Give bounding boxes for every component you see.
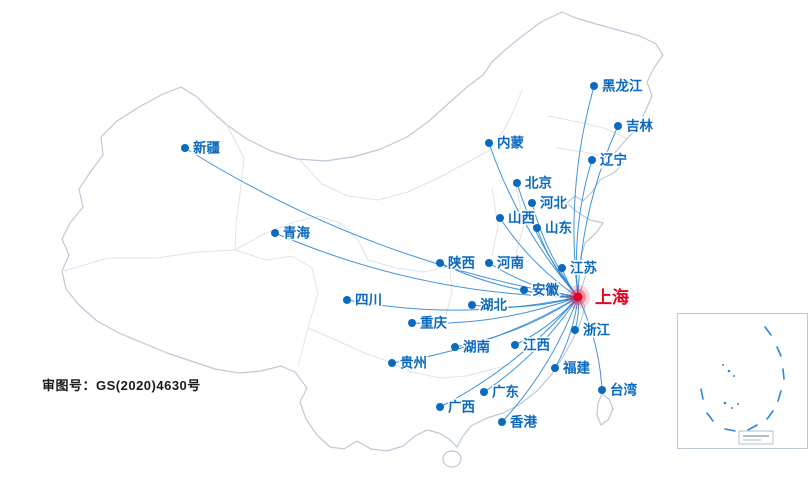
- flight-arc: [391, 296, 579, 364]
- province-label: 青海: [283, 225, 310, 241]
- hainan-island-outline: [442, 450, 462, 468]
- province-label: 陕西: [448, 255, 475, 271]
- province-label: 吉林: [626, 118, 654, 134]
- province-label: 广东: [492, 384, 520, 400]
- flight-arc: [488, 262, 579, 298]
- province-label: 重庆: [420, 315, 447, 331]
- province-dot: [485, 259, 493, 267]
- province-dot: [590, 82, 598, 90]
- province-label: 河北: [540, 195, 568, 211]
- china-outline: [61, 11, 664, 468]
- flight-arc: [554, 296, 579, 369]
- province-dot: [480, 388, 488, 396]
- province-label: 新疆: [193, 140, 220, 156]
- flight-arc: [501, 296, 579, 423]
- province-label: 福建: [562, 360, 591, 376]
- province-label: 浙江: [583, 322, 611, 338]
- province-dot: [571, 326, 579, 334]
- flight-arc: [471, 296, 579, 308]
- province-dot: [343, 296, 351, 304]
- province-dot: [485, 139, 493, 147]
- province-label: 湖北: [480, 298, 507, 313]
- inset-islands: [722, 364, 739, 409]
- province-dot: [520, 286, 528, 294]
- province-dot: [511, 341, 519, 349]
- province-dot: [468, 301, 476, 309]
- province-dot: [598, 386, 606, 394]
- province-borders: [63, 89, 627, 379]
- province-label: 山西: [508, 211, 535, 226]
- province-label: 安徽: [532, 282, 560, 298]
- nine-dash-line: [700, 326, 785, 432]
- province-dot: [498, 418, 506, 426]
- inset-frame: [677, 313, 808, 449]
- province-dot: [436, 403, 444, 411]
- south-china-sea-inset: [677, 313, 808, 449]
- hub-label: 上海: [595, 287, 629, 307]
- province-dot: [451, 343, 459, 351]
- province-label: 香港: [509, 414, 538, 430]
- province-label: 北京: [525, 175, 552, 191]
- flight-arc: [577, 125, 619, 298]
- flight-arc: [483, 296, 579, 393]
- flight-arc: [346, 296, 579, 311]
- flight-arc: [577, 296, 603, 391]
- province-dot: [496, 214, 504, 222]
- flight-arc: [274, 232, 579, 298]
- province-label: 广西: [448, 399, 475, 415]
- province-dot: [528, 199, 536, 207]
- province-label: 湖南: [463, 339, 490, 355]
- province-dot: [513, 179, 521, 187]
- province-dot: [388, 359, 396, 367]
- province-dot: [533, 224, 541, 232]
- province-label: 江苏: [570, 260, 598, 276]
- province-label: 台湾: [610, 382, 638, 398]
- province-dot: [558, 264, 566, 272]
- flight-arc: [439, 262, 579, 298]
- province-dot: [436, 259, 444, 267]
- flight-arc: [454, 296, 579, 348]
- flight-arc: [184, 147, 579, 298]
- province-label: 山东: [545, 220, 573, 236]
- province-label: 黑龙江: [602, 78, 643, 94]
- flight-arc: [523, 289, 579, 298]
- province-dot: [181, 144, 189, 152]
- province-label: 江西: [523, 337, 550, 353]
- province-label: 辽宁: [600, 152, 627, 168]
- province-dot: [614, 122, 622, 130]
- flight-arc: [575, 159, 593, 298]
- flight-arcs: [184, 85, 619, 423]
- province-label: 内蒙: [497, 135, 525, 151]
- province-dot: [271, 229, 279, 237]
- province-label: 四川: [355, 293, 382, 308]
- inset-scale-bar: [738, 430, 774, 445]
- province-label: 河南: [497, 255, 524, 271]
- taiwan-island-outline: [596, 393, 614, 426]
- map-approval-number: 审图号：GS(2020)4630号: [42, 378, 201, 393]
- shanghai-hub-marker: 上海: [566, 285, 631, 309]
- flight-arc: [573, 85, 595, 298]
- province-label: 贵州: [400, 355, 427, 371]
- flight-arc: [411, 296, 579, 324]
- province-dot: [551, 364, 559, 372]
- flight-arc: [499, 217, 579, 298]
- hub-dot: [573, 292, 583, 302]
- province-dot: [408, 319, 416, 327]
- flight-arc: [439, 296, 579, 408]
- province-dot: [588, 156, 596, 164]
